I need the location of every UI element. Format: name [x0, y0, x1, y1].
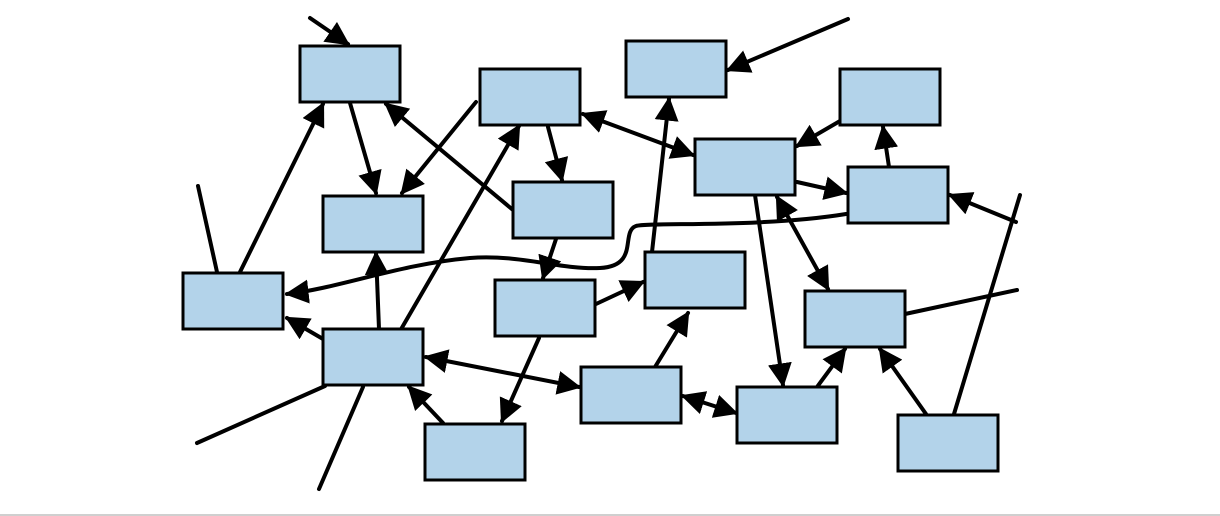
node-n13: [321, 327, 425, 387]
node-n12: [803, 289, 907, 349]
nodes-layer: [181, 39, 1000, 482]
node-n6: [846, 165, 950, 225]
bottom-divider: [0, 514, 1220, 516]
node-n10: [181, 271, 285, 331]
node-n4: [838, 67, 942, 127]
node-n11: [493, 278, 597, 338]
edge-7: [364, 250, 389, 331]
edge-15: [795, 176, 849, 200]
node-n2: [478, 67, 582, 127]
edge-8: [398, 123, 521, 333]
edge-16: [947, 192, 1018, 224]
edge-5: [238, 101, 325, 274]
node-n14: [579, 365, 683, 425]
edge-curved-connector: [284, 212, 848, 304]
node-n17: [423, 422, 527, 482]
edge-17: [753, 193, 792, 388]
node-n1: [298, 44, 402, 104]
edge-6: [196, 184, 219, 274]
edge-14: [874, 124, 899, 169]
node-n15: [735, 385, 839, 445]
edge-2: [725, 17, 850, 73]
edge-19: [538, 237, 562, 281]
edge-12: [650, 96, 679, 254]
edge-23: [653, 310, 690, 369]
edge-31: [317, 385, 365, 491]
edge-1: [308, 16, 350, 46]
node-n9: [643, 250, 747, 310]
edge-30: [195, 384, 327, 445]
edge-22: [423, 349, 582, 395]
edge-18: [775, 194, 830, 292]
edge-25: [815, 347, 847, 389]
edge-20: [594, 280, 646, 306]
edge-9: [544, 125, 569, 183]
edge-27: [903, 288, 1019, 316]
edges-layer: [195, 16, 1022, 491]
node-n3: [624, 39, 728, 99]
edge-13: [794, 119, 842, 148]
edge-11: [580, 110, 696, 159]
edge-28: [952, 193, 1022, 416]
edge-26: [878, 347, 928, 416]
edge-29: [284, 316, 325, 341]
edge-3: [348, 101, 382, 196]
node-n7: [321, 194, 425, 254]
node-n5: [693, 137, 797, 197]
edge-10: [384, 102, 515, 212]
node-n16: [896, 413, 1000, 473]
edge-32: [407, 385, 445, 425]
node-n8: [511, 180, 615, 240]
edge-24: [680, 391, 739, 418]
